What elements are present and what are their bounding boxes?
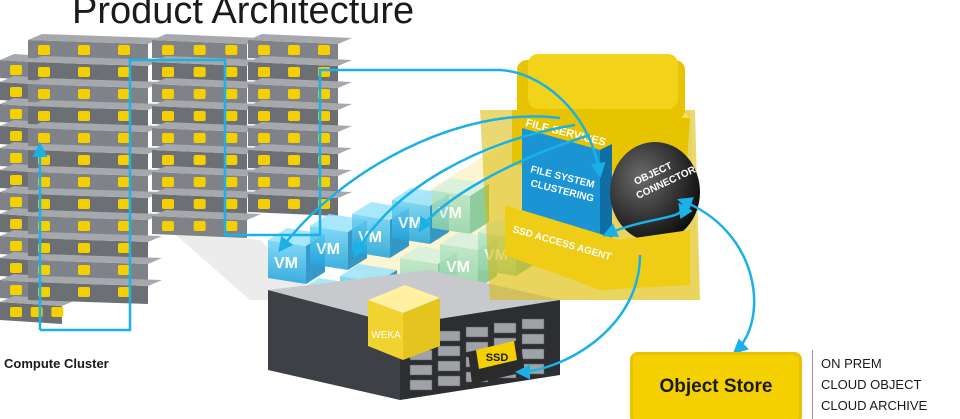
vm-cube: VM — [432, 178, 489, 234]
ssd-tray-label: SSD — [486, 352, 509, 364]
server-unit — [28, 78, 162, 106]
vm-label: VM — [316, 241, 340, 258]
object-store-label: Object Store — [659, 376, 773, 397]
server-unit — [28, 232, 162, 260]
server-unit — [28, 34, 162, 62]
server-unit — [28, 166, 162, 194]
server-unit — [28, 188, 162, 216]
vm-label: VM — [438, 205, 462, 222]
server-unit — [28, 56, 162, 84]
vm-label: VM — [274, 255, 298, 272]
server-unit — [28, 122, 162, 150]
server-unit — [152, 210, 261, 238]
server-unit — [28, 100, 162, 128]
vm-label: VM — [446, 259, 470, 276]
weka-label: WEKA — [371, 330, 401, 341]
object-store-options: ON PREM CLOUD OBJECT CLOUD ARCHIVE — [812, 350, 960, 419]
compute-cluster-label: Compute Cluster — [4, 356, 109, 371]
server-unit — [28, 210, 162, 238]
ssd-tray: SSD — [468, 340, 525, 384]
gray-beam — [170, 230, 320, 300]
vm-label: VM — [398, 215, 422, 232]
server-unit — [152, 122, 261, 150]
page-title: Product Architecture — [72, 0, 415, 32]
weka-cube: WEKA — [368, 285, 440, 360]
server-unit — [28, 276, 162, 304]
object-store-box: Object Store — [630, 352, 802, 419]
option-on-prem: ON PREM — [821, 356, 882, 371]
server-unit — [28, 144, 162, 172]
option-cloud-object: CLOUD OBJECT — [821, 377, 922, 392]
weka-appliance: FILE SERVICES FILE SYSTEM CLUSTERING OBJ… — [480, 54, 700, 300]
option-cloud-archive: CLOUD ARCHIVE — [821, 398, 928, 413]
flow-arrows — [32, 58, 756, 380]
